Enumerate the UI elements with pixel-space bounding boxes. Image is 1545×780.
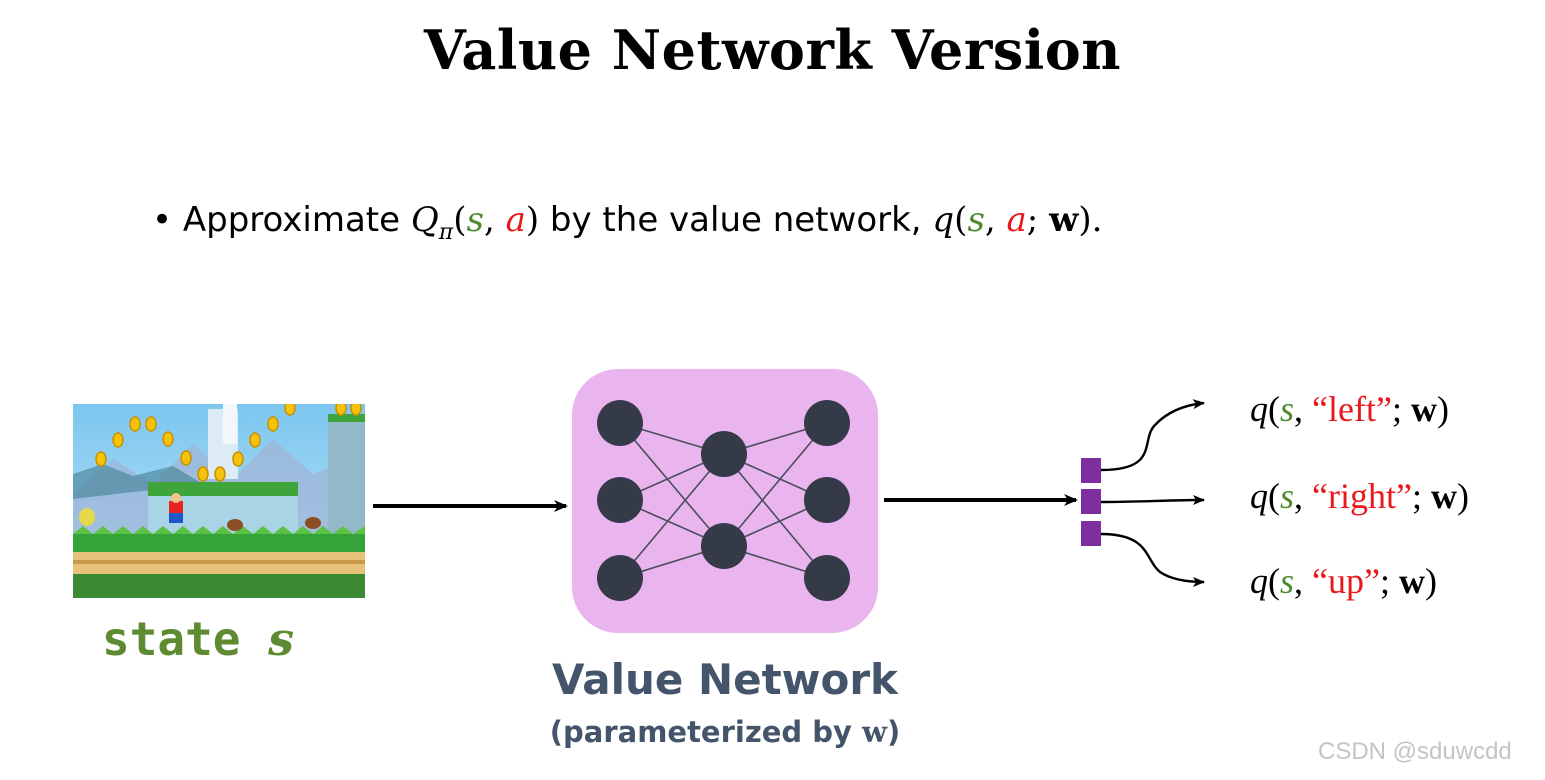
state-symbol: s (268, 612, 295, 666)
output-label-right: q(s, “right”; w) (1250, 475, 1469, 517)
q-pi-expression: Qπ(s, a) (410, 200, 540, 245)
paren-close: ) (1456, 476, 1469, 516)
arrow-up (1100, 532, 1205, 587)
output-label-left: q(s, “left”; w) (1250, 388, 1449, 430)
q-symbol: q (1250, 476, 1268, 516)
semicolon: ; (1026, 200, 1050, 240)
param-w: w (862, 715, 887, 749)
output-branch-arrows (1100, 399, 1205, 587)
output-bar-right (1081, 489, 1101, 514)
paren-close: ) (525, 200, 540, 240)
param-prefix: (parameterized by (549, 715, 863, 749)
hidden-node-1 (701, 431, 747, 477)
weight-var: w (1049, 200, 1079, 240)
weight-var: w (1410, 389, 1437, 429)
output-node-3 (804, 555, 850, 601)
weight-var: w (1430, 476, 1457, 516)
action-var-2: a (1006, 200, 1027, 240)
state-var: s (1280, 561, 1295, 601)
output-bar-left (1081, 458, 1101, 483)
state-var: s (1280, 476, 1295, 516)
q-network-expression: q(s, a; w). (932, 200, 1102, 240)
game-scene (73, 404, 365, 598)
state-var: s (466, 200, 484, 240)
action-left: “left” (1312, 389, 1392, 429)
game-state-image (73, 404, 365, 598)
paren-open-2: ( (954, 200, 968, 240)
paren-close: ) (1425, 561, 1437, 601)
param-suffix: ) (886, 715, 901, 749)
input-node-2 (597, 477, 643, 523)
network-nodes (597, 400, 850, 601)
comma: , (1294, 476, 1313, 516)
arrow-right (1100, 495, 1205, 506)
state-var: s (1280, 389, 1295, 429)
q-symbol: Q (410, 200, 439, 240)
paren-open: ( (1268, 561, 1280, 601)
output-vector (1081, 458, 1101, 546)
comma: , (483, 200, 506, 240)
arrow-left (1100, 399, 1205, 472)
state-label: state s (102, 612, 294, 666)
pi-subscript: π (438, 220, 454, 245)
paren-open: ( (1268, 476, 1280, 516)
output-bar-up (1081, 521, 1101, 546)
bullet-prefix: Approximate (182, 200, 411, 240)
network-parameter-label: (parameterized by w) (520, 715, 930, 749)
action-up: “up” (1312, 561, 1380, 601)
hidden-node-2 (701, 523, 747, 569)
paren-open: ( (1268, 389, 1280, 429)
action-var: a (505, 200, 526, 240)
semicolon: ; (1379, 561, 1399, 601)
q-symbol: q (1250, 389, 1268, 429)
watermark: CSDN @sduwcdd (1318, 738, 1512, 765)
state-var-2: s (967, 200, 985, 240)
action-right: “right” (1312, 476, 1412, 516)
paren-open: ( (453, 200, 467, 240)
bullet-marker: • (152, 200, 173, 240)
paren-close-2: ). (1078, 200, 1103, 240)
output-label-up: q(s, “up”; w) (1250, 560, 1437, 602)
slide-title: Value Network Version (423, 18, 1122, 82)
semicolon: ; (1411, 476, 1431, 516)
state-word: state (102, 612, 269, 666)
bullet-middle: by the value network, (549, 200, 933, 240)
bullet-approximate: • Approximate Qπ(s, a) by the value netw… (152, 200, 1102, 245)
input-node-1 (597, 400, 643, 446)
weight-var: w (1399, 561, 1425, 601)
paren-close: ) (1436, 389, 1449, 429)
comma: , (1294, 561, 1313, 601)
comma: , (1294, 389, 1313, 429)
output-node-1 (804, 400, 850, 446)
value-network-label: Value Network (552, 655, 898, 704)
input-node-3 (597, 555, 643, 601)
q-symbol: q (1250, 561, 1268, 601)
semicolon: ; (1391, 389, 1411, 429)
output-node-2 (804, 477, 850, 523)
comma-2: , (984, 200, 1007, 240)
q-lower-symbol: q (932, 200, 955, 240)
